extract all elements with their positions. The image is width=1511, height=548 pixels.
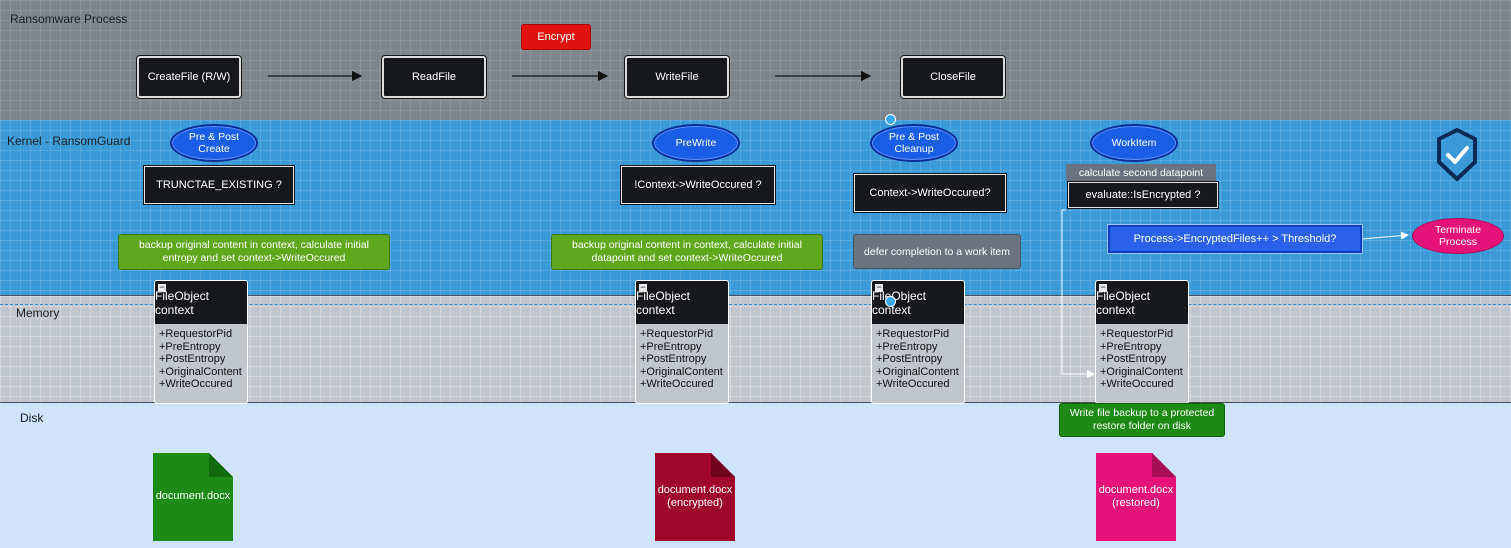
- connection-handle[interactable]: [885, 114, 896, 125]
- field-pre-entropy: +PreEntropy: [1100, 340, 1162, 353]
- arrow-threshold-to-terminate: [1361, 231, 1409, 240]
- document-encrypted-name: document.docx: [657, 484, 733, 496]
- lane-title-kernel: Kernel - RansomGuard: [7, 134, 131, 148]
- document-original-label: document.docx: [155, 490, 231, 502]
- callback-workitem[interactable]: WorkItem: [1090, 124, 1178, 162]
- note-defer-completion[interactable]: defer completion to a work item: [853, 234, 1021, 269]
- process-step-createfile[interactable]: CreateFile (R/W): [137, 56, 241, 98]
- note-backup-entropy[interactable]: backup original content in context, calc…: [118, 234, 390, 270]
- field-post-entropy: +PostEntropy: [876, 353, 943, 366]
- shield-check-icon: [1437, 128, 1477, 181]
- fileobject-title: FileObject context: [1096, 288, 1151, 317]
- field-post-entropy: +PostEntropy: [640, 353, 707, 366]
- connection-handle[interactable]: [885, 296, 896, 307]
- fileobject-title: FileObject context: [636, 288, 691, 317]
- process-step-closefile[interactable]: CloseFile: [901, 56, 1005, 98]
- field-original-content: +OriginalContent: [876, 365, 959, 378]
- lane-disk: Disk: [0, 403, 1511, 548]
- callback-pre-post-create[interactable]: Pre & Post Create: [170, 124, 258, 162]
- fileobject-title: FileObject context: [155, 288, 210, 317]
- collapse-icon[interactable]: −: [1099, 282, 1107, 292]
- callback-prewrite[interactable]: PreWrite: [652, 124, 740, 162]
- note-backup-datapoint-text: backup original content in context, calc…: [572, 239, 802, 264]
- document-restored[interactable]: document.docx (restored): [1096, 453, 1176, 541]
- process-step-readfile[interactable]: ReadFile: [382, 56, 486, 98]
- document-encrypted-state: (encrypted): [667, 497, 723, 509]
- process-step-writefile[interactable]: WriteFile: [625, 56, 729, 98]
- field-pre-entropy: +PreEntropy: [876, 340, 938, 353]
- field-pre-entropy: +PreEntropy: [640, 340, 702, 353]
- field-write-occured: +WriteOccured: [159, 378, 233, 391]
- fileobject-context-workitem[interactable]: −FileObject context +RequestorPid +PreEn…: [1095, 280, 1189, 404]
- field-original-content: +OriginalContent: [640, 365, 723, 378]
- document-icon: [655, 453, 735, 541]
- note-write-backup-text: Write file backup to a protected restore…: [1069, 407, 1215, 432]
- note-backup-datapoint[interactable]: backup original content in context, calc…: [551, 234, 823, 270]
- field-post-entropy: +PostEntropy: [159, 353, 226, 366]
- field-original-content: +OriginalContent: [159, 365, 242, 378]
- callback-cleanup-label: Pre & Post Cleanup: [888, 131, 940, 155]
- field-pre-entropy: +PreEntropy: [159, 340, 221, 353]
- document-original[interactable]: document.docx: [153, 453, 233, 541]
- field-post-entropy: +PostEntropy: [1100, 353, 1167, 366]
- encrypt-label[interactable]: Encrypt: [521, 24, 591, 50]
- arrow-evaluate-to-fileobject: [1061, 209, 1095, 378]
- field-requestor-pid: +RequestorPid: [640, 328, 714, 340]
- note-write-backup[interactable]: Write file backup to a protected restore…: [1059, 403, 1225, 437]
- condition-write-occured-negated[interactable]: !Context->WriteOccured ?: [620, 165, 776, 205]
- collapse-icon[interactable]: −: [639, 282, 647, 292]
- callback-create-label: Pre & Post Create: [188, 131, 240, 155]
- callback-pre-post-cleanup[interactable]: Pre & Post Cleanup: [870, 124, 958, 162]
- field-original-content: +OriginalContent: [1100, 365, 1183, 378]
- condition-write-occured[interactable]: Context->WriteOccured?: [853, 173, 1007, 213]
- note-threshold-check[interactable]: Process->EncryptedFiles++ > Threshold?: [1108, 225, 1362, 253]
- document-icon: [153, 453, 233, 541]
- field-write-occured: +WriteOccured: [1100, 378, 1174, 391]
- document-encrypted[interactable]: document.docx (encrypted): [655, 453, 735, 541]
- lane-memory: Memory: [0, 295, 1511, 403]
- document-icon: [1096, 453, 1176, 541]
- note-backup-entropy-text: backup original content in context, calc…: [139, 239, 369, 264]
- condition-truncate-existing[interactable]: TRUNCTAE_EXISTING ?: [143, 165, 295, 205]
- field-requestor-pid: +RequestorPid: [159, 328, 233, 340]
- collapse-icon[interactable]: −: [875, 282, 883, 292]
- field-requestor-pid: +RequestorPid: [876, 328, 950, 340]
- fileobject-context-cleanup[interactable]: −FileObject context +RequestorPid +PreEn…: [871, 280, 965, 404]
- terminate-process-label: Terminate Process: [1434, 224, 1482, 248]
- lane-ransomware-process: Ransomware Process: [0, 0, 1511, 120]
- fileobject-context-prewrite[interactable]: −FileObject context +RequestorPid +PreEn…: [635, 280, 729, 404]
- field-requestor-pid: +RequestorPid: [1100, 328, 1174, 340]
- field-write-occured: +WriteOccured: [640, 378, 714, 391]
- condition-is-encrypted[interactable]: evaluate::IsEncrypted ?: [1067, 181, 1219, 209]
- calculate-second-datapoint-label: calculate second datapoint: [1066, 164, 1216, 181]
- document-restored-name: document.docx: [1098, 484, 1174, 496]
- lane-title-memory: Memory: [16, 306, 60, 320]
- memory-divider-line: [0, 304, 1511, 305]
- lane-title-process: Ransomware Process: [10, 12, 128, 26]
- collapse-icon[interactable]: −: [158, 282, 166, 292]
- fileobject-context-create[interactable]: −FileObject context +RequestorPid +PreEn…: [154, 280, 248, 404]
- lane-title-disk: Disk: [20, 411, 44, 425]
- document-restored-state: (restored): [1112, 497, 1160, 509]
- field-write-occured: +WriteOccured: [876, 378, 950, 391]
- terminate-process[interactable]: Terminate Process: [1412, 218, 1504, 254]
